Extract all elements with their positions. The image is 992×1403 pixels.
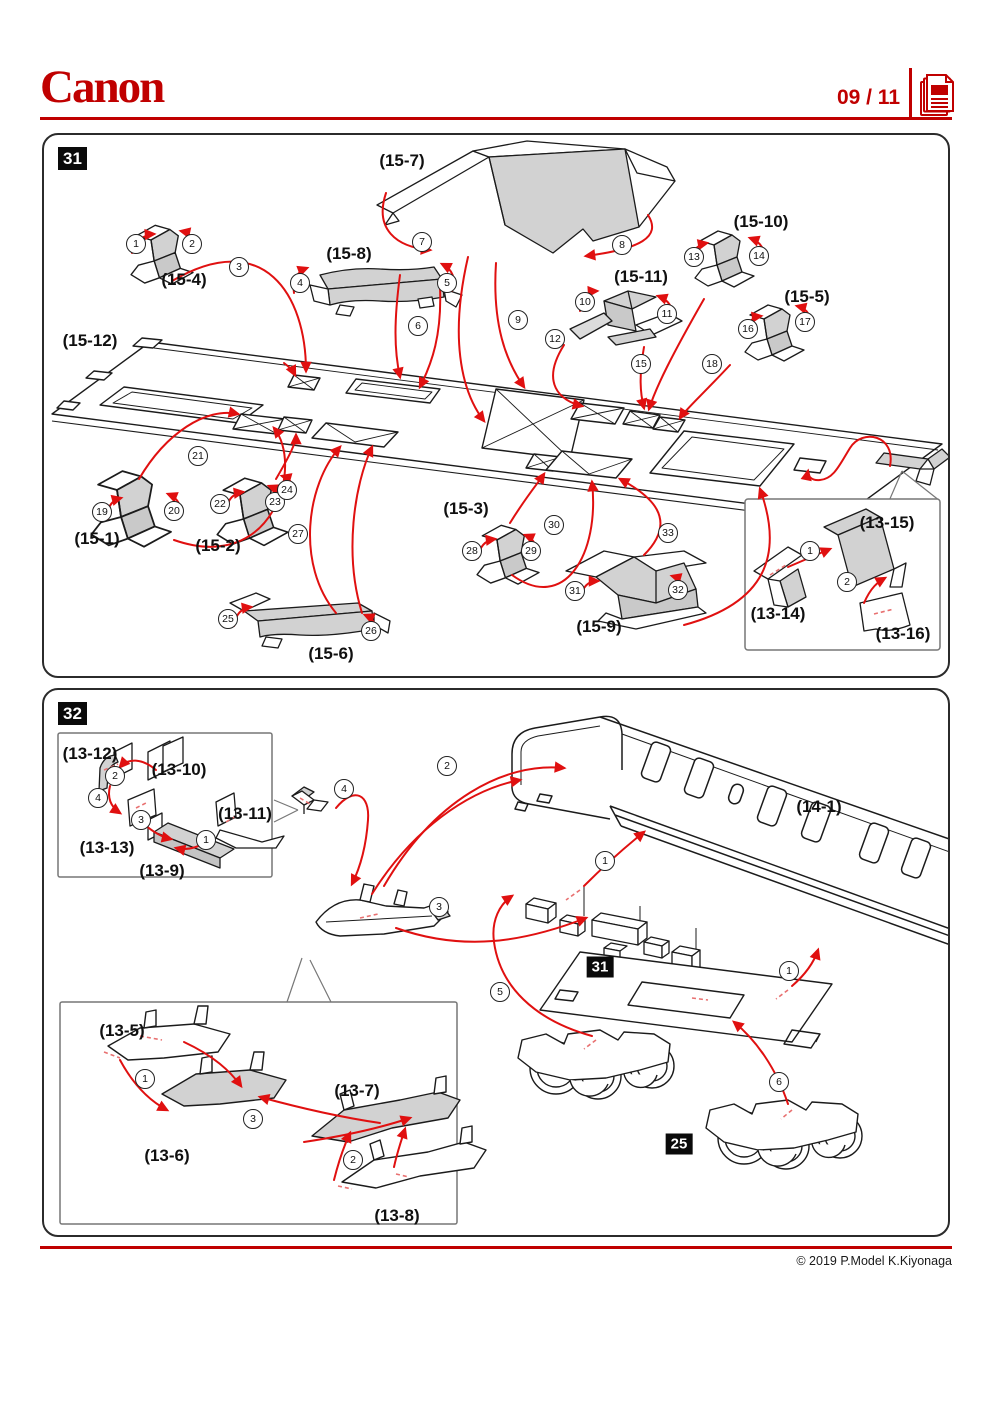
step-31-panel: 31 (15-7)(15-4)(15-8)(15-10)(15-11)(15-5… bbox=[42, 133, 950, 678]
canon-logo: Canon bbox=[40, 61, 165, 113]
copyright-text: © 2019 P.Model K.Kiyonaga bbox=[796, 1254, 952, 1268]
small-part bbox=[291, 786, 329, 814]
page-number: 09 / 11 bbox=[836, 86, 900, 109]
assembly-arrows bbox=[106, 192, 892, 639]
header-rule bbox=[40, 117, 952, 120]
part-15-3 bbox=[476, 524, 540, 585]
part-15-1 bbox=[90, 470, 172, 548]
part-15-6 bbox=[229, 592, 391, 649]
step-32-badge: 32 bbox=[58, 702, 87, 725]
step-31-badge: 31 bbox=[58, 147, 87, 170]
footer-rule bbox=[40, 1246, 952, 1249]
part-15-9 bbox=[565, 550, 707, 630]
pages-icon bbox=[920, 74, 954, 116]
inset-parts bbox=[753, 508, 911, 632]
bogie-rear bbox=[705, 1099, 863, 1170]
header-separator bbox=[909, 68, 912, 120]
fold-marks bbox=[769, 564, 895, 615]
coupler-piece bbox=[315, 883, 451, 937]
base-plate-15-12 bbox=[51, 337, 943, 524]
part-15-5 bbox=[744, 304, 805, 362]
train-body-14-1 bbox=[511, 715, 948, 945]
inset-callout-pointer bbox=[888, 470, 941, 502]
step-32-diagram bbox=[57, 715, 948, 1225]
step-31-diagram bbox=[51, 140, 948, 651]
part-15-2 bbox=[216, 477, 289, 547]
underframe-detail bbox=[525, 886, 701, 975]
part-15-7 bbox=[376, 140, 676, 254]
part-15-8 bbox=[309, 266, 463, 317]
part-13-assembly bbox=[875, 448, 948, 486]
part-15-10 bbox=[694, 230, 755, 288]
